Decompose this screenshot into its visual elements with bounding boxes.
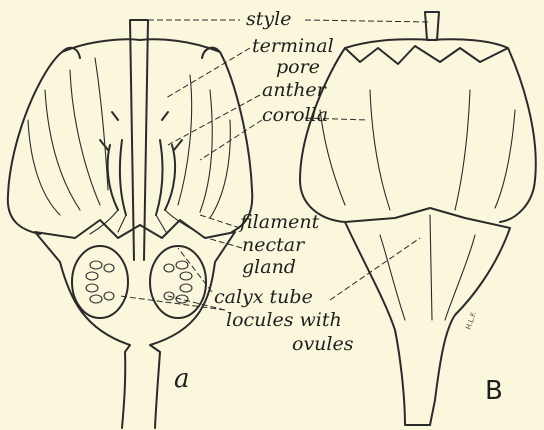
label-ovules: ovules — [292, 335, 353, 354]
label-pore: pore — [276, 58, 320, 77]
calyx-a-outline — [35, 220, 235, 428]
label-gland: gland — [242, 258, 296, 277]
label-terminal: terminal — [252, 37, 334, 56]
leader-nectar — [200, 236, 242, 248]
label-calyx-tube: calyx tube — [214, 288, 313, 307]
label-style: style — [246, 10, 291, 29]
flower-a — [8, 20, 252, 428]
style-a — [130, 20, 148, 260]
panel-label-a: a — [174, 366, 190, 392]
leader-filament — [200, 215, 240, 228]
label-filament: filament — [240, 213, 319, 232]
locule-left — [72, 246, 128, 318]
anthers-a — [100, 112, 182, 215]
label-nectar: nectar — [242, 236, 304, 255]
style-b — [425, 12, 439, 40]
locule-right — [150, 246, 206, 318]
leader-locules — [120, 296, 225, 310]
leader-terminal-pore — [166, 48, 250, 98]
leader-style-b — [305, 20, 430, 22]
calyx-b-veins — [380, 215, 475, 320]
corolla-b-veins — [320, 90, 515, 210]
ovules-right — [164, 261, 192, 303]
label-locules: locules with — [226, 311, 342, 330]
label-corolla: corolla — [262, 106, 328, 125]
label-anther: anther — [262, 81, 326, 100]
artist-signature: H.L.F. — [464, 310, 478, 330]
panel-label-b: B — [485, 378, 503, 404]
ovules-left — [86, 261, 114, 303]
corolla-a-veins — [28, 58, 230, 218]
flower-b: H.L.F. — [300, 12, 536, 425]
